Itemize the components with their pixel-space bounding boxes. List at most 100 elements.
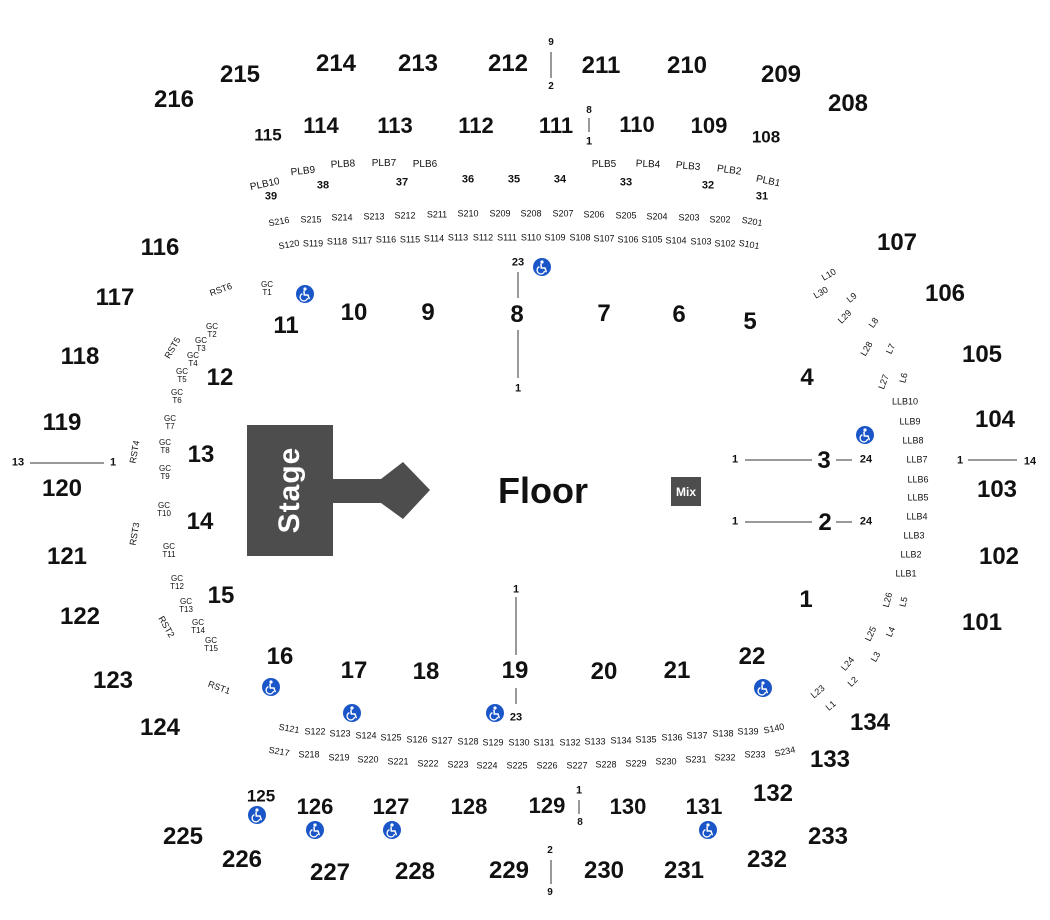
floor-section-21[interactable]: 21 xyxy=(663,657,691,684)
floor-section-16[interactable]: 16 xyxy=(266,643,294,670)
suite-s207[interactable]: S207 xyxy=(552,208,574,219)
floor-section-13[interactable]: 13 xyxy=(187,441,215,468)
loge-l25[interactable]: L25 xyxy=(862,624,879,643)
section-107[interactable]: 107 xyxy=(876,229,918,256)
suite-s230[interactable]: S230 xyxy=(655,756,677,767)
section-225[interactable]: 225 xyxy=(162,823,204,850)
suite-s136[interactable]: S136 xyxy=(661,732,683,743)
suite-s221[interactable]: S221 xyxy=(387,756,409,767)
loge-llb7[interactable]: LLB7 xyxy=(906,454,928,465)
floor-section-6[interactable]: 6 xyxy=(672,301,686,328)
section-208[interactable]: 208 xyxy=(827,90,869,117)
suite-s138[interactable]: S138 xyxy=(712,728,734,739)
loge-l5[interactable]: L5 xyxy=(897,595,910,609)
loge-code-plb1[interactable]: PLB1 xyxy=(754,173,782,190)
loge-l8[interactable]: L8 xyxy=(866,315,881,330)
suite-s219[interactable]: S219 xyxy=(328,752,350,763)
section-215[interactable]: 215 xyxy=(219,61,261,88)
suite-s211[interactable]: S211 xyxy=(426,209,448,220)
loge-l6[interactable]: L6 xyxy=(897,371,910,385)
section-126[interactable]: 126 xyxy=(296,794,334,819)
suite-s110[interactable]: S110 xyxy=(520,232,542,243)
loge-l30[interactable]: L30 xyxy=(811,284,830,301)
box-rst5[interactable]: RST5 xyxy=(162,335,183,361)
section-124[interactable]: 124 xyxy=(139,714,181,741)
suite-s125[interactable]: S125 xyxy=(380,732,402,743)
suite-s203[interactable]: S203 xyxy=(678,212,700,223)
loge-code-plb8[interactable]: PLB8 xyxy=(330,158,356,171)
section-210[interactable]: 210 xyxy=(666,52,708,79)
loge-llb3[interactable]: LLB3 xyxy=(903,530,925,541)
section-119[interactable]: 119 xyxy=(42,409,82,436)
suite-s212[interactable]: S212 xyxy=(394,210,416,221)
suite-s231[interactable]: S231 xyxy=(685,754,707,765)
box-rst6[interactable]: RST6 xyxy=(208,280,234,299)
section-226[interactable]: 226 xyxy=(221,846,263,873)
floor-section-8[interactable]: 8 xyxy=(510,301,524,328)
section-103[interactable]: 103 xyxy=(976,476,1018,503)
section-106[interactable]: 106 xyxy=(924,280,966,307)
suite-s201[interactable]: S201 xyxy=(740,214,764,229)
suite-s114[interactable]: S114 xyxy=(423,233,445,244)
loge-llb10[interactable]: LLB10 xyxy=(891,396,919,407)
loge-l23[interactable]: L23 xyxy=(808,682,827,701)
loge-box-37[interactable]: 37 xyxy=(395,176,409,189)
floor-section-1[interactable]: 1 xyxy=(799,586,813,613)
floor-section-17[interactable]: 17 xyxy=(340,657,368,684)
loge-code-plb9[interactable]: PLB9 xyxy=(290,164,316,179)
section-230[interactable]: 230 xyxy=(583,857,625,884)
suite-s124[interactable]: S124 xyxy=(355,730,377,741)
section-212[interactable]: 212 xyxy=(487,50,529,77)
loge-code-plb7[interactable]: PLB7 xyxy=(371,158,397,169)
section-125[interactable]: 125 xyxy=(246,786,276,806)
suite-s222[interactable]: S222 xyxy=(417,758,439,769)
box-rst1[interactable]: RST1 xyxy=(206,678,232,697)
suite-s129[interactable]: S129 xyxy=(482,737,504,748)
suite-s224[interactable]: S224 xyxy=(476,760,498,771)
section-133[interactable]: 133 xyxy=(809,746,851,773)
suite-s123[interactable]: S123 xyxy=(329,728,351,739)
floor-section-11[interactable]: 11 xyxy=(273,312,299,339)
suite-s120[interactable]: S120 xyxy=(277,237,301,252)
loge-l29[interactable]: L29 xyxy=(835,307,854,326)
section-118[interactable]: 118 xyxy=(60,343,100,370)
section-109[interactable]: 109 xyxy=(690,113,728,138)
loge-box-33[interactable]: 33 xyxy=(619,176,633,189)
floor-section-18[interactable]: 18 xyxy=(412,658,440,685)
suite-s220[interactable]: S220 xyxy=(357,754,379,765)
loge-code-plb3[interactable]: PLB3 xyxy=(675,159,701,174)
section-233[interactable]: 233 xyxy=(807,823,849,850)
floor-section-14[interactable]: 14 xyxy=(186,508,214,535)
loge-box-34[interactable]: 34 xyxy=(553,173,567,186)
suite-s104[interactable]: S104 xyxy=(665,235,687,246)
section-115[interactable]: 115 xyxy=(254,125,282,145)
suite-s232[interactable]: S232 xyxy=(714,752,736,763)
loge-l3[interactable]: L3 xyxy=(868,649,883,664)
section-112[interactable]: 112 xyxy=(458,113,494,138)
loge-code-plb6[interactable]: PLB6 xyxy=(412,159,438,170)
loge-box-31[interactable]: 31 xyxy=(755,190,769,203)
loge-llb8[interactable]: LLB8 xyxy=(902,435,924,446)
section-110[interactable]: 110 xyxy=(619,112,655,137)
suite-s132[interactable]: S132 xyxy=(559,737,581,748)
loge-l9[interactable]: L9 xyxy=(844,290,859,305)
section-209[interactable]: 209 xyxy=(760,61,802,88)
suite-s105[interactable]: S105 xyxy=(641,234,663,245)
suite-s103[interactable]: S103 xyxy=(690,236,712,247)
loge-l7[interactable]: L7 xyxy=(883,342,898,356)
suite-s112[interactable]: S112 xyxy=(472,232,494,243)
floor-section-9[interactable]: 9 xyxy=(421,299,435,326)
floor-section-20[interactable]: 20 xyxy=(590,658,618,685)
suite-s223[interactable]: S223 xyxy=(447,759,469,770)
section-211[interactable]: 211 xyxy=(581,52,621,79)
suite-s217[interactable]: S217 xyxy=(267,744,291,759)
suite-s133[interactable]: S133 xyxy=(584,736,606,747)
